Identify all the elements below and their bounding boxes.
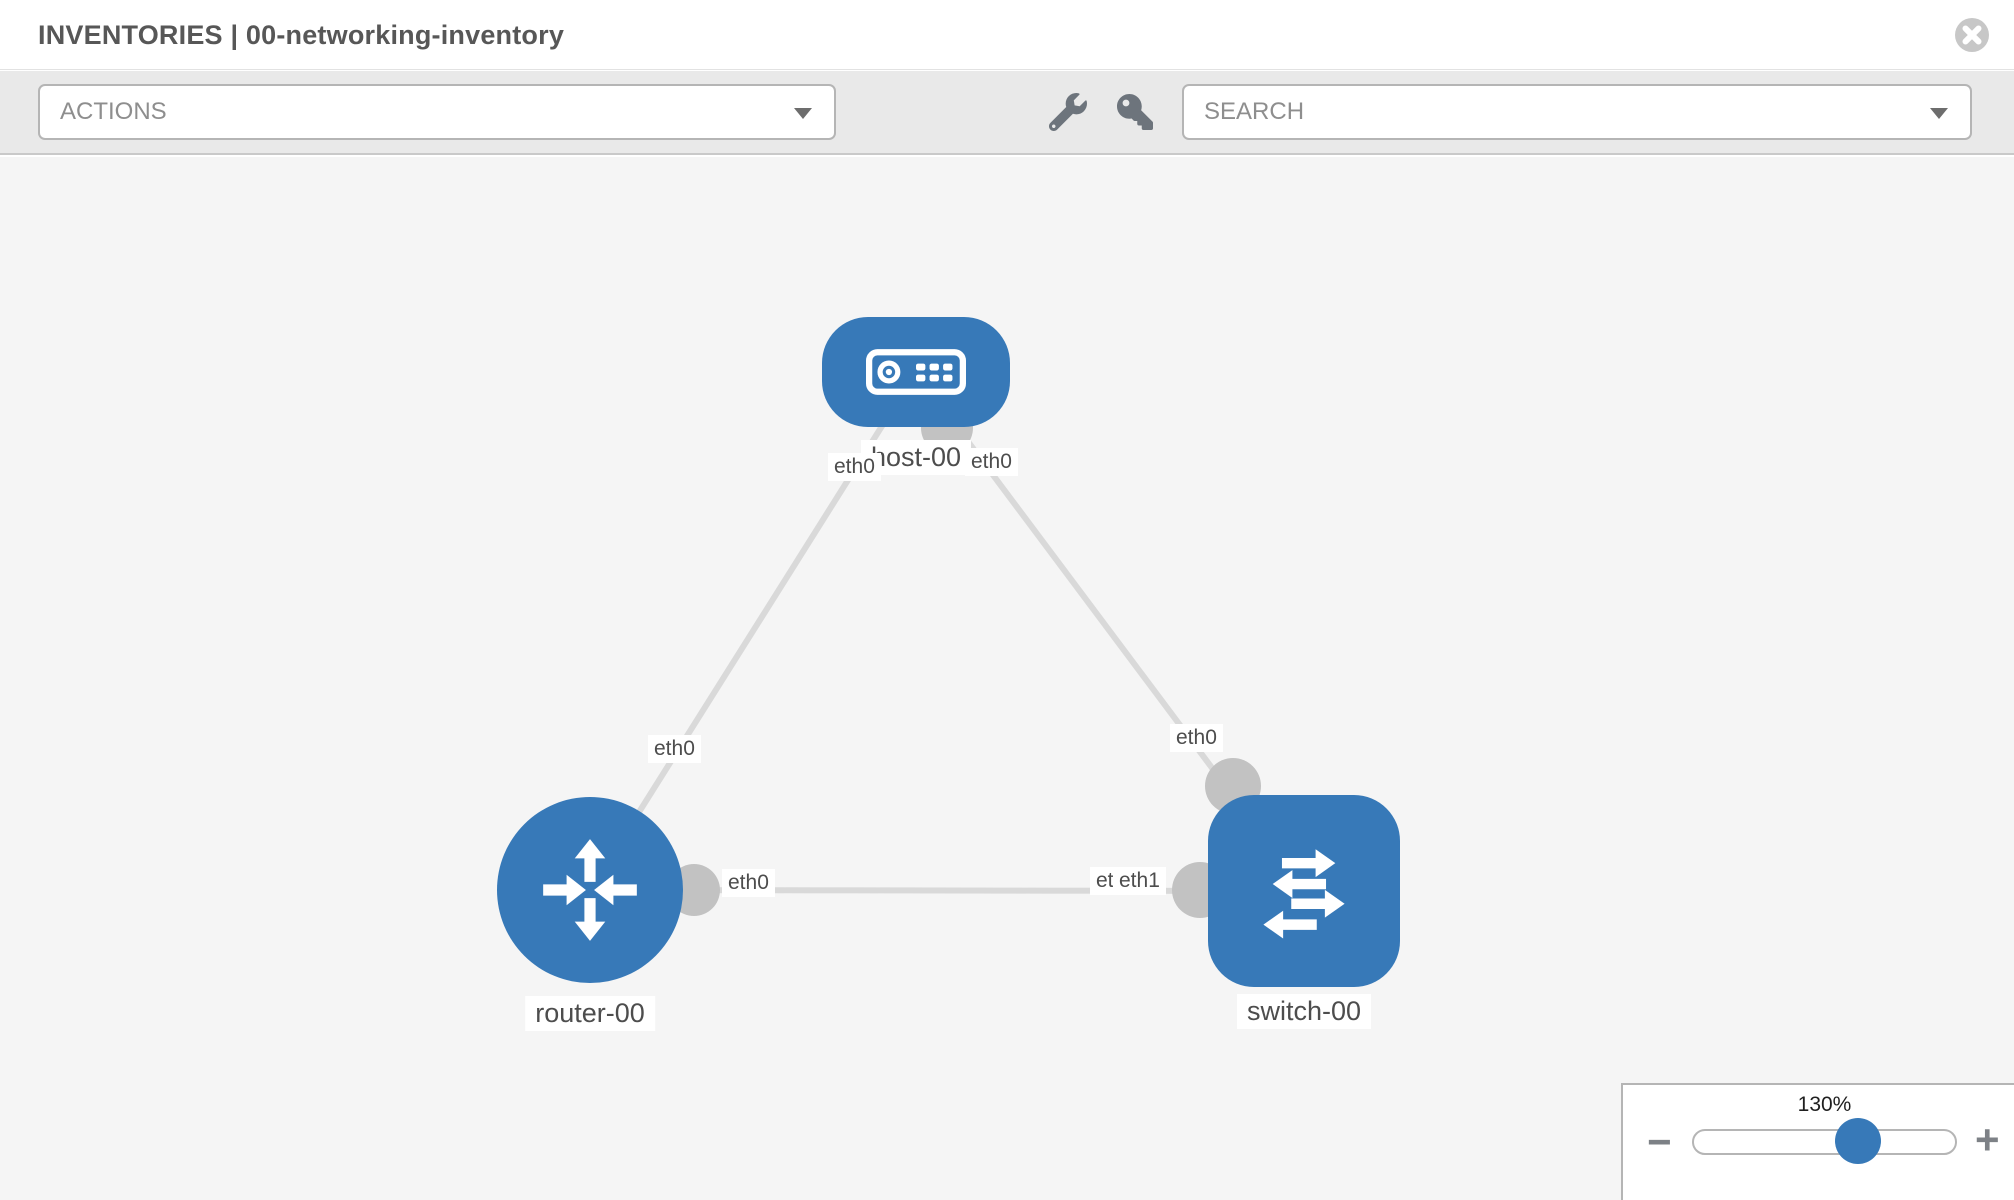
key-icon xyxy=(1117,93,1153,130)
close-icon xyxy=(1955,18,1989,52)
credentials-button[interactable] xyxy=(1113,91,1157,135)
header: INVENTORIES | 00-networking-inventory xyxy=(0,0,2014,70)
tools-button[interactable] xyxy=(1046,91,1090,135)
close-button[interactable] xyxy=(1954,17,1990,53)
interface-label-eth0: eth0 xyxy=(965,448,1018,476)
zoom-slider[interactable] xyxy=(1692,1118,1957,1164)
interface-label-eth1: eth1 xyxy=(1113,867,1166,895)
host-icon xyxy=(866,349,966,395)
actions-dropdown-label: ACTIONS xyxy=(60,98,167,125)
node-switch-00[interactable] xyxy=(1208,795,1400,987)
interface-label-eth0: eth0 xyxy=(722,869,775,897)
node-router-00[interactable] xyxy=(497,797,683,983)
switch-icon xyxy=(1263,849,1345,939)
zoom-slider-thumb[interactable] xyxy=(1835,1118,1881,1164)
wrench-icon xyxy=(1048,92,1087,131)
chevron-down-icon xyxy=(1930,108,1948,119)
interface-label-eth0: eth0 xyxy=(648,735,701,763)
chevron-down-icon xyxy=(794,108,812,119)
node-label-switch-00: switch-00 xyxy=(1236,994,1372,1029)
zoom-in-button[interactable]: + xyxy=(1975,1116,2000,1163)
zoom-out-button[interactable]: − xyxy=(1647,1118,1672,1165)
search-dropdown[interactable]: SEARCH xyxy=(1182,84,1972,140)
actions-dropdown[interactable]: ACTIONS xyxy=(38,84,836,140)
toolbar: ACTIONS SEARCH xyxy=(0,71,2014,155)
page-title: INVENTORIES | 00-networking-inventory xyxy=(38,20,565,50)
zoom-panel: 130% − + xyxy=(1621,1083,2014,1200)
router-icon xyxy=(543,839,637,941)
search-dropdown-label: SEARCH xyxy=(1204,98,1305,125)
topology-canvas[interactable] xyxy=(0,157,2014,1200)
node-label-router-00: router-00 xyxy=(525,996,655,1031)
node-host-00[interactable] xyxy=(822,317,1010,427)
zoom-level: 130% xyxy=(1797,1093,1852,1116)
interface-label-eth0: eth0 xyxy=(828,453,881,481)
interface-label-eth0: eth0 xyxy=(1170,724,1223,752)
